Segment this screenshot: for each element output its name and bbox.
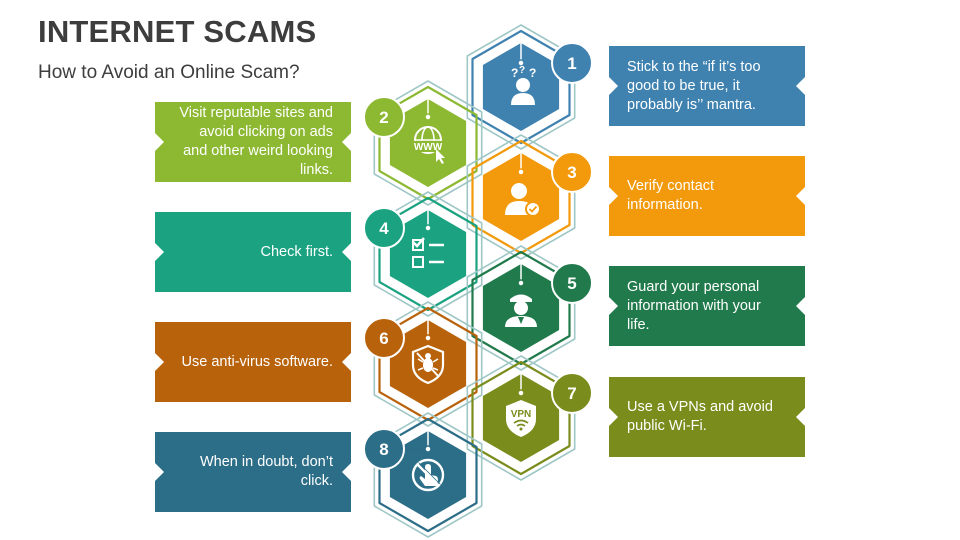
connector-dot <box>517 279 525 287</box>
step-number: 8 <box>379 440 388 459</box>
step-6-card: Use anti-virus software. <box>155 322 351 402</box>
step-number: 5 <box>567 274 576 293</box>
step-text: Visit reputable sites and avoid clicking… <box>179 105 333 178</box>
step-number: 2 <box>379 108 388 127</box>
page-subtitle: How to Avoid an Online Scam? <box>38 62 300 83</box>
step-text: When in doubt, don’t click. <box>199 454 333 489</box>
step-3-hexagon: 3 <box>466 134 593 260</box>
step-7-card: Use a VPNs and avoid public Wi-Fi. <box>609 377 805 457</box>
step-5-card: Guard your personal information with you… <box>609 266 805 346</box>
number-badge <box>363 317 405 359</box>
number-badge <box>363 96 405 138</box>
step-text: Verify contact information. <box>627 178 715 213</box>
connector-dot <box>424 113 432 121</box>
step-8-hexagon: 8 <box>363 412 483 538</box>
step-text: Use anti-virus software. <box>181 353 333 370</box>
number-badge <box>363 207 405 249</box>
step-text: Stick to the “if it’s too good to be tru… <box>627 58 761 113</box>
connector-dot <box>424 224 432 232</box>
hex-fill <box>389 210 467 298</box>
number-badge <box>551 262 593 304</box>
step-2-card: Visit reputable sites and avoid clicking… <box>155 102 351 182</box>
page-title: INTERNET SCAMS <box>38 14 317 49</box>
step-4-card: Check first. <box>155 212 351 292</box>
step-text: Check first. <box>260 243 333 260</box>
step-text: Use a VPNs and avoid public Wi-Fi. <box>627 399 773 434</box>
connector-dot <box>424 445 432 453</box>
step-2-hexagon: 2 <box>363 80 483 206</box>
connector-dot <box>517 168 525 176</box>
step-7-hexagon: 7 <box>466 355 593 481</box>
step-1-hexagon: 1 <box>466 24 593 150</box>
number-badge <box>551 151 593 193</box>
number-badge <box>551 372 593 414</box>
number-badge <box>551 42 593 84</box>
step-6-hexagon: 6 <box>363 301 483 427</box>
step-1-card: Stick to the “if it’s too good to be tru… <box>609 46 805 126</box>
step-number: 6 <box>379 329 388 348</box>
step-5-hexagon: 5 <box>466 245 593 371</box>
step-number: 7 <box>567 384 576 403</box>
step-3-card: Verify contact information. <box>609 156 805 236</box>
step-8-card: When in doubt, don’t click. <box>155 432 351 512</box>
connector-dot <box>424 334 432 342</box>
connector-dot <box>517 389 525 397</box>
step-number: 1 <box>567 54 576 73</box>
number-badge <box>363 428 405 470</box>
step-4-hexagon: 4 <box>363 191 483 317</box>
step-text: Guard your personal information with you… <box>627 278 761 333</box>
step-number: 3 <box>567 163 576 182</box>
step-number: 4 <box>379 219 389 238</box>
